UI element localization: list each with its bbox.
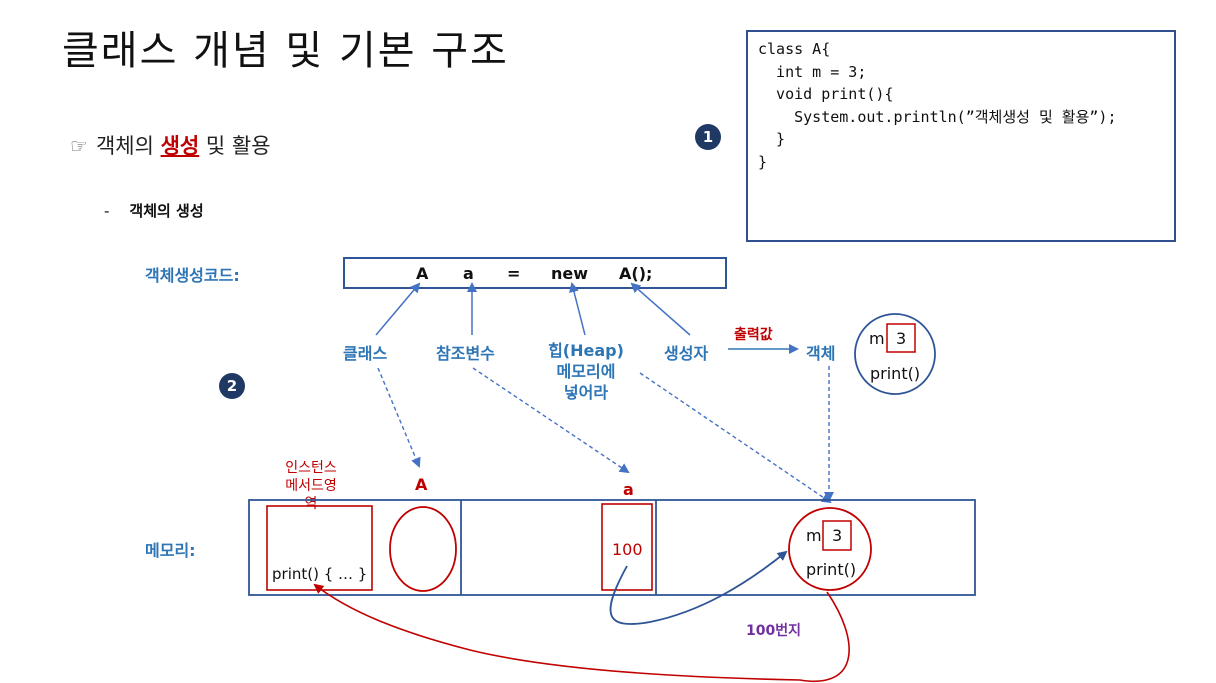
code-line: int m = 3; <box>758 62 867 81</box>
label-class: 클래스 <box>343 344 388 363</box>
label-object: 객체 <box>806 344 836 363</box>
class-ellipse <box>389 506 457 592</box>
dashed-arrow-class <box>377 367 421 468</box>
label-ref-var: 참조변수 <box>436 344 495 363</box>
arrow-heap-to-new <box>569 282 586 336</box>
token-new: new <box>551 264 589 283</box>
token-ctor: A(); <box>619 264 653 283</box>
label-heap-line1: 힙(Heap) <box>548 341 624 360</box>
object-circle <box>854 313 936 395</box>
sub-bullet-text: 객체의 생성 <box>129 202 204 220</box>
label-heap-line2: 메모리에 <box>556 362 616 381</box>
code-line-box <box>343 257 727 289</box>
heap-object-field-name: m <box>806 526 822 545</box>
label-constructor: 생성자 <box>664 344 709 363</box>
object-to-method-arrow <box>313 583 850 683</box>
label-heap: 힙(Heap) 메모리에 넣어라 <box>543 340 629 403</box>
dashed-arrow-ref <box>472 367 630 474</box>
arrow-ctor-to-token <box>630 282 691 336</box>
subtitle-suffix: 및 활용 <box>199 134 271 158</box>
code-box: class A{ int m = 3; void print(){ System… <box>746 30 1176 242</box>
token-equals: = <box>507 264 521 283</box>
bullet-dash: - <box>104 202 110 220</box>
code-line: void print(){ <box>758 85 894 103</box>
instance-label-line1: 인스턴스 <box>285 460 337 476</box>
code-label: 객체생성코드: <box>145 266 240 285</box>
heap-object-circle <box>788 507 872 591</box>
arrow-class-to-token <box>375 282 421 336</box>
heap-object-method: print() <box>806 560 857 579</box>
label-heap-line3: 넣어라 <box>563 383 609 402</box>
method-code: print() { … } <box>272 565 368 583</box>
method-area-box <box>266 505 373 591</box>
sub-bullet: - 객체의 생성 <box>104 200 204 221</box>
object-field-name: m <box>869 329 885 348</box>
heap-object-field-value: 3 <box>832 526 843 545</box>
address-label: 100번지 <box>746 623 801 639</box>
code-line: } <box>758 152 768 171</box>
memory-class-marker: A <box>415 475 428 494</box>
object-value-box <box>886 323 916 353</box>
token-class: A <box>416 264 429 283</box>
memory-label: 메모리: <box>145 541 196 560</box>
object-method: print() <box>870 364 921 383</box>
code-line: class A{ <box>758 40 831 58</box>
token-ref: a <box>463 264 474 283</box>
ref-to-object-arrow <box>609 550 788 625</box>
code-line: } <box>758 130 786 148</box>
code-line: System.out.println(”객체생성 및 활용”); <box>758 107 1117 126</box>
memory-bar <box>248 499 976 596</box>
heap-object-value-box <box>822 520 852 551</box>
ref-variable-box <box>601 503 653 591</box>
subtitle-prefix: 객체의 <box>95 134 161 158</box>
page-title: 클래스 개념 및 기본 구조 <box>62 28 509 74</box>
step-one-badge: 1 <box>695 124 721 150</box>
object-field-value: 3 <box>896 329 907 348</box>
subtitle-highlight: 생성 <box>160 134 200 158</box>
dashed-arrow-heap <box>639 372 832 504</box>
section-heading: ☞ 객체의 생성 및 활용 <box>70 130 271 160</box>
ref-value: 100 <box>612 540 643 559</box>
label-output-value: 출력값 <box>734 327 773 343</box>
memory-ref-marker: a <box>623 480 634 499</box>
step-two-badge: 2 <box>219 373 245 399</box>
pointing-hand-icon: ☞ <box>70 134 88 158</box>
